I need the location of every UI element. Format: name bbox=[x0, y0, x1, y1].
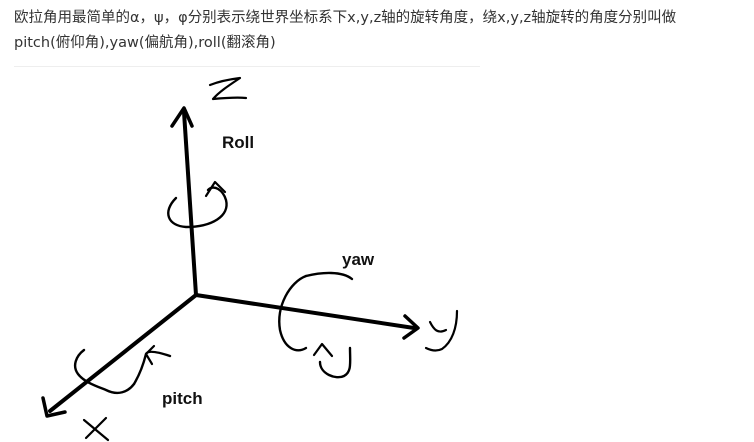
roll-rotation-arrow bbox=[167, 180, 228, 229]
divider bbox=[14, 66, 480, 67]
yaw-rotation-arrow bbox=[278, 271, 354, 379]
x-axis bbox=[41, 293, 198, 418]
y-axis-letter bbox=[424, 309, 459, 352]
euler-angles-figure: Roll yaw pitch bbox=[0, 66, 754, 442]
axes-drawing: Roll yaw pitch bbox=[41, 76, 459, 442]
yaw-label: yaw bbox=[342, 250, 375, 269]
roll-label: Roll bbox=[222, 133, 254, 152]
intro-line-2: pitch(俯仰角),yaw(偏航角),roll(翻滚角) bbox=[14, 35, 276, 51]
z-axis-letter bbox=[208, 76, 248, 101]
x-axis-letter bbox=[82, 416, 110, 442]
pitch-rotation-arrow bbox=[73, 344, 172, 395]
y-axis bbox=[194, 293, 420, 340]
intro-line-1: 欧拉角用最简单的α，ψ，φ分别表示绕世界坐标系下x,y,z轴的旋转角度，绕x,y… bbox=[14, 10, 677, 26]
z-axis bbox=[170, 106, 198, 297]
intro-paragraph: 欧拉角用最简单的α，ψ，φ分别表示绕世界坐标系下x,y,z轴的旋转角度，绕x,y… bbox=[14, 6, 744, 56]
pitch-label: pitch bbox=[162, 389, 203, 408]
